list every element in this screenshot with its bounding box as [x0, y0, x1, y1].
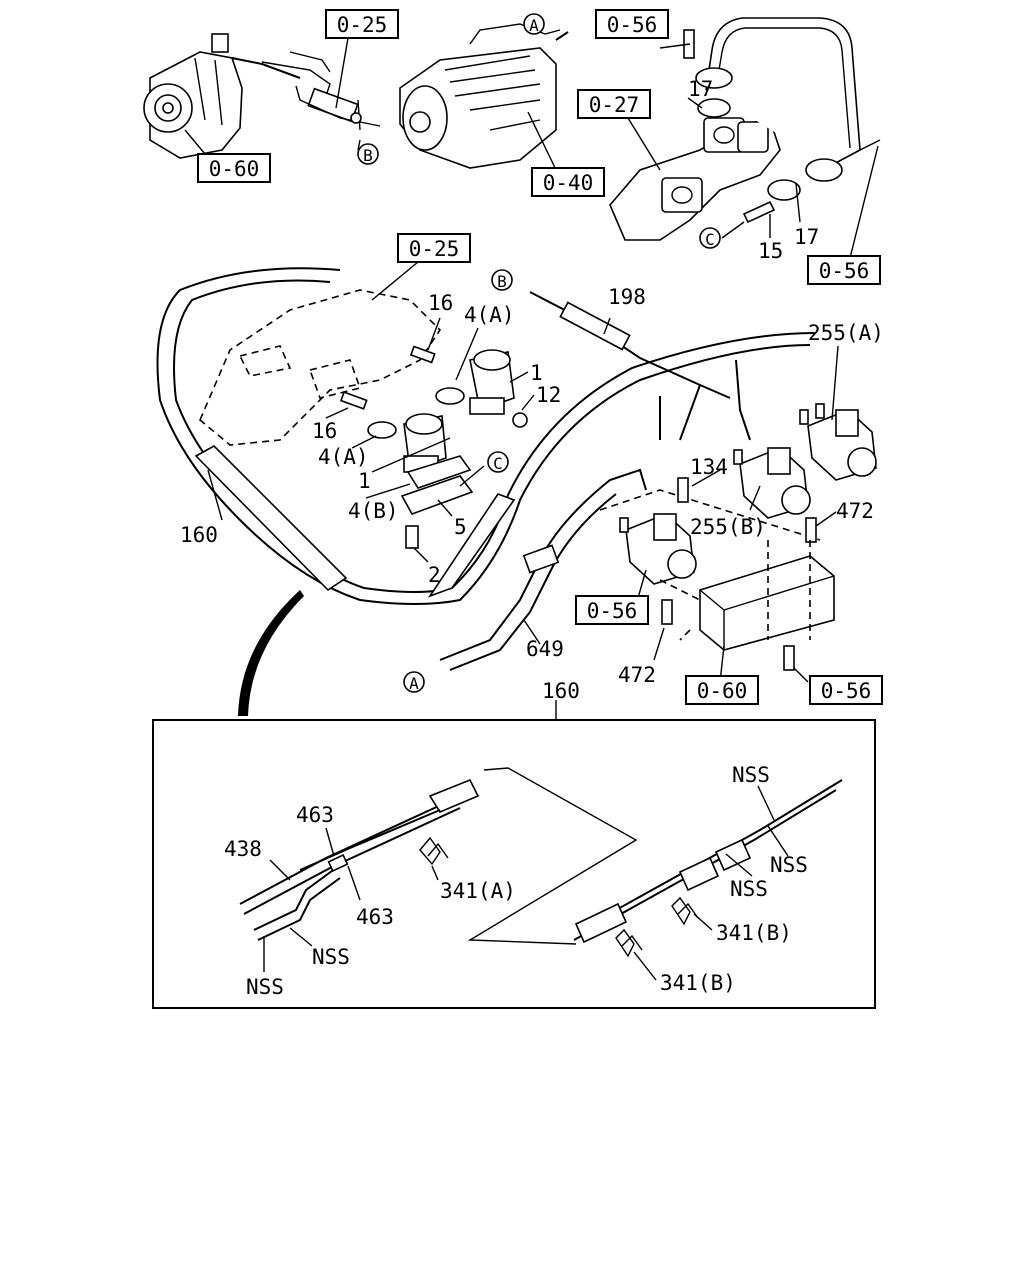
label-341b-lower: 341(B) [660, 971, 736, 995]
solenoid-valve-0-56 [619, 513, 697, 585]
label-160-detail: 160 [542, 679, 580, 703]
ref-0-56-top: 0-56 [607, 13, 658, 37]
label-463b: 463 [356, 905, 394, 929]
label-438: 438 [224, 837, 262, 861]
label-134: 134 [690, 455, 728, 479]
ref-box-0-25-mid [397, 233, 471, 263]
label-16b: 16 [312, 419, 337, 443]
ref-0-27: 0-27 [589, 93, 640, 117]
marker-a-top-circle [523, 13, 545, 35]
ref-box-0-56-right [807, 255, 881, 285]
label-472-lower: 472 [618, 663, 656, 687]
intake-manifold-outline [199, 289, 442, 446]
label-1b: 1 [358, 469, 371, 493]
label-4a-lower: 4(A) [318, 445, 369, 469]
marker-c-top: C [705, 230, 715, 249]
marker-a-bottom-circle [403, 671, 425, 693]
bolt-0-56 [783, 645, 795, 671]
clip-341b-upper [671, 896, 699, 926]
nut-12 [512, 412, 528, 428]
label-nss-b: NSS [246, 975, 284, 999]
ref-0-40: 0-40 [543, 171, 594, 195]
label-nss-e: NSS [730, 877, 768, 901]
label-12: 12 [536, 383, 561, 407]
hose-160 [156, 267, 816, 605]
ref-0-56-mid: 0-56 [587, 599, 638, 623]
adapter-5 [400, 475, 474, 515]
label-nss-d: NSS [770, 853, 808, 877]
label-255b: 255(B) [690, 515, 766, 539]
ref-box-0-40 [531, 167, 605, 197]
marker-a-top: A [529, 16, 539, 35]
marker-c-mid-circle [487, 451, 509, 473]
gasket-4a-lower [367, 421, 397, 439]
label-16a: 16 [428, 291, 453, 315]
ref-0-60-top: 0-60 [209, 157, 260, 181]
label-198: 198 [608, 285, 646, 309]
stud-16-upper [409, 345, 436, 364]
ref-0-56-bottom: 0-56 [821, 679, 872, 703]
label-649: 649 [526, 637, 564, 661]
ref-0-56-right: 0-56 [819, 259, 870, 283]
stud-16-lower [339, 391, 368, 410]
label-5: 5 [454, 515, 467, 539]
label-160-top: 160 [180, 523, 218, 547]
marker-b-mid: B [497, 272, 507, 291]
marker-b-top: B [363, 146, 373, 165]
ref-0-60-bottom: 0-60 [697, 679, 748, 703]
egr-valve-upper [469, 349, 515, 415]
ref-box-0-27 [577, 89, 651, 119]
label-255a: 255(A) [808, 321, 884, 345]
gasket-4a-upper [435, 387, 465, 405]
clip-341b-lower [615, 928, 643, 958]
marker-c-mid: C [493, 454, 503, 473]
solenoid-valve-255b [733, 447, 811, 519]
solenoid-valve-255a [799, 403, 877, 481]
alternator [143, 33, 301, 159]
exhaust-manifold [609, 117, 781, 241]
hose-649 [439, 468, 647, 671]
label-341b-upper: 341(B) [716, 921, 792, 945]
ref-0-25-top: 0-25 [337, 13, 388, 37]
label-472-upper: 472 [836, 499, 874, 523]
marker-b-mid-circle [491, 269, 513, 291]
ref-box-0-25-top [325, 9, 399, 39]
bolt-472-upper [805, 517, 817, 543]
marker-a-bottom: A [409, 674, 419, 693]
label-4a-upper: 4(A) [464, 303, 515, 327]
bolt-134 [677, 477, 689, 503]
ref-box-0-56-bottom [809, 675, 883, 705]
injection-pump [399, 23, 569, 169]
label-341a: 341(A) [440, 879, 516, 903]
bolt-2 [405, 525, 419, 549]
ref-box-0-56-mid [575, 595, 649, 625]
label-17a: 17 [688, 77, 713, 101]
vacuum-pump-assembly [261, 51, 381, 131]
label-4b: 4(B) [348, 499, 399, 523]
label-17b: 17 [794, 225, 819, 249]
detail-arrow [238, 590, 304, 716]
ref-0-25-mid: 0-25 [409, 237, 460, 261]
detail-hose-right [573, 779, 843, 944]
ref-box-0-60-bottom [685, 675, 759, 705]
ref-box-0-60-top [197, 153, 271, 183]
ref-box-0-56-top [595, 9, 669, 39]
marker-b-top-circle [357, 143, 379, 165]
label-15: 15 [758, 239, 783, 263]
label-2: 2 [428, 563, 441, 587]
label-1a: 1 [530, 361, 543, 385]
detail-hose-right-outline [467, 767, 638, 945]
label-463a: 463 [296, 803, 334, 827]
marker-c-top-circle [699, 227, 721, 249]
detail-hose-left [239, 778, 480, 941]
gasket-4b [406, 455, 472, 489]
bolt-472-lower [661, 599, 673, 625]
label-nss-c: NSS [732, 763, 770, 787]
egr-pipe [683, 17, 861, 224]
label-nss-a: NSS [312, 945, 350, 969]
hose-198 [529, 291, 751, 441]
clip-341a [419, 836, 449, 866]
